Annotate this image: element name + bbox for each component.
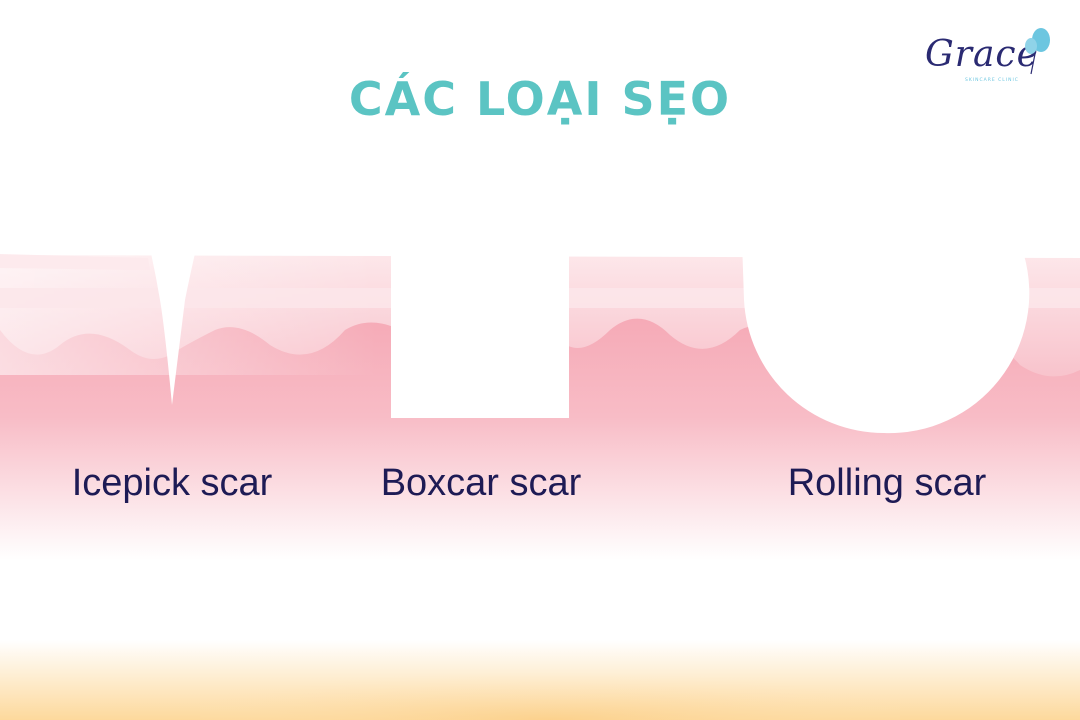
- base-glow: [200, 640, 900, 720]
- logo-tagline: SKINCARE CLINIC: [965, 78, 1019, 83]
- rolling-scar-label: Rolling scar: [787, 462, 987, 504]
- flower-icon: [1025, 28, 1050, 75]
- logo-wordmark: Grace: [925, 34, 1039, 75]
- grace-logo: Grace SKINCARE CLINIC: [925, 26, 1060, 102]
- boxcar-scar-label: Boxcar scar: [380, 462, 582, 504]
- icepick-scar-shape: [148, 240, 198, 405]
- page-title: CÁC LOẠI SẸO: [348, 72, 732, 126]
- skin-top-edge: [0, 254, 150, 270]
- boxcar-scar-shape: [391, 240, 569, 418]
- icepick-scar-label: Icepick scar: [71, 462, 273, 504]
- sky-area: [0, 0, 1080, 254]
- rolling-scar-shape: [742, 240, 1030, 434]
